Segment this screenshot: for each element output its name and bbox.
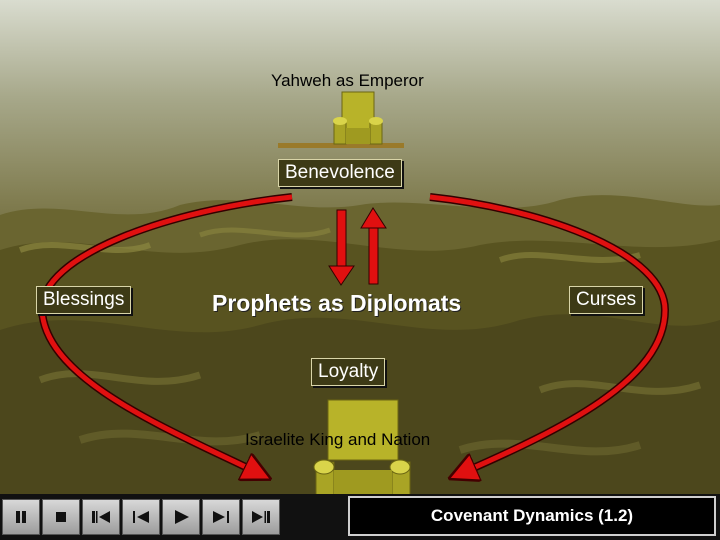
first-button[interactable] [82,499,120,535]
previous-button[interactable] [122,499,160,535]
curses-box: Curses [569,286,644,314]
loyalty-box: Loyalty [311,358,386,386]
player-toolbar: Covenant Dynamics (1.2) [0,494,720,540]
benevolence-box: Benevolence [278,159,402,187]
play-button[interactable] [162,499,200,535]
king-label: Israelite King and Nation [245,430,431,449]
play-icon [175,510,189,524]
first-icon [92,511,110,523]
pause-button[interactable] [2,499,40,535]
pause-icon [16,511,26,523]
up-arrow [360,207,387,285]
stop-button[interactable] [42,499,80,535]
last-icon [252,511,270,523]
down-arrow [328,209,355,286]
presentation-title: Covenant Dynamics (1.2) [348,496,716,536]
king-throne-icon [313,399,411,494]
emperor-throne-icon [278,91,404,148]
prophets-label: Prophets as Diplomats [212,290,462,316]
emperor-label: Yahweh as Emperor [271,71,424,90]
playback-controls [0,494,340,540]
last-button[interactable] [242,499,280,535]
blessings-box: Blessings [36,286,132,314]
next-button[interactable] [202,499,240,535]
stop-icon [56,512,66,522]
previous-icon [133,511,149,523]
next-icon [213,511,229,523]
